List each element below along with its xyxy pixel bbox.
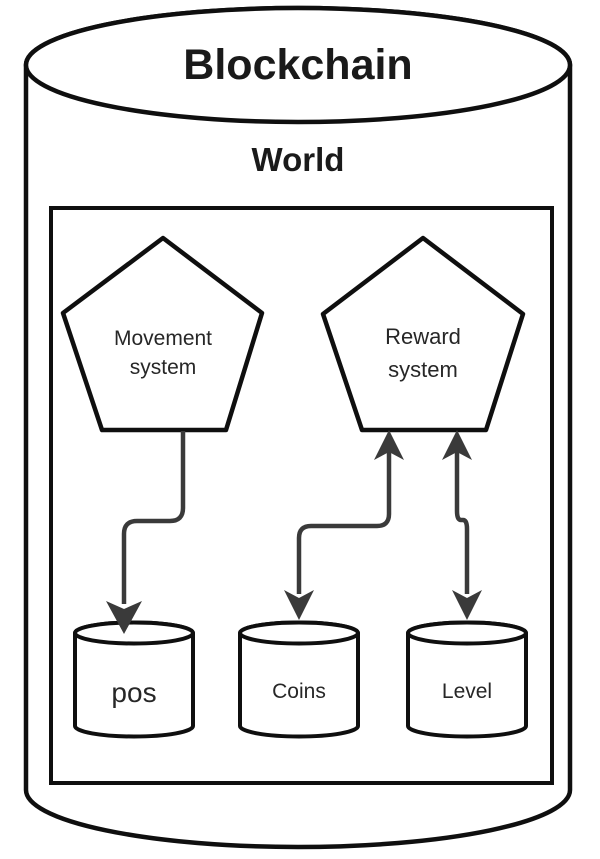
movement-system-pentagon: Movement system xyxy=(60,235,265,433)
reward-system-label-line2: system xyxy=(388,357,458,382)
arrowhead-up xyxy=(442,430,472,460)
world-label: World xyxy=(252,141,345,178)
level-cylinder-top xyxy=(406,620,528,646)
movement-system-shape xyxy=(60,235,265,433)
coins-cylinder-top xyxy=(238,620,360,646)
pos-label: pos xyxy=(111,677,156,708)
blockchain-title: Blockchain xyxy=(183,41,412,89)
arrowhead-up xyxy=(374,430,404,460)
arrowhead-down xyxy=(452,590,482,620)
reward-level-line xyxy=(454,435,470,594)
reward-coins-line xyxy=(296,435,392,594)
reward-system-shape xyxy=(320,235,526,433)
coins-label: Coins xyxy=(272,680,326,703)
reward-system-pentagon: Reward system xyxy=(320,235,526,433)
movement-to-pos-arrow xyxy=(106,431,186,634)
reward-coins-arrow xyxy=(284,430,404,620)
arrowhead-down xyxy=(284,590,314,620)
level-label: Level xyxy=(442,680,492,703)
level-cylinder: Level xyxy=(406,620,528,739)
movement-system-label-line1: Movement xyxy=(114,327,212,350)
reward-level-arrow xyxy=(442,430,482,620)
reward-system-label-line1: Reward xyxy=(385,324,461,349)
arrowhead-down xyxy=(106,601,142,634)
coins-cylinder: Coins xyxy=(238,620,360,739)
movement-system-label-line2: system xyxy=(130,356,197,379)
pos-cylinder-top xyxy=(73,620,195,646)
pos-cylinder: pos xyxy=(73,620,195,739)
movement-to-pos-line xyxy=(121,431,186,604)
blockchain-cylinder-top xyxy=(23,5,573,125)
